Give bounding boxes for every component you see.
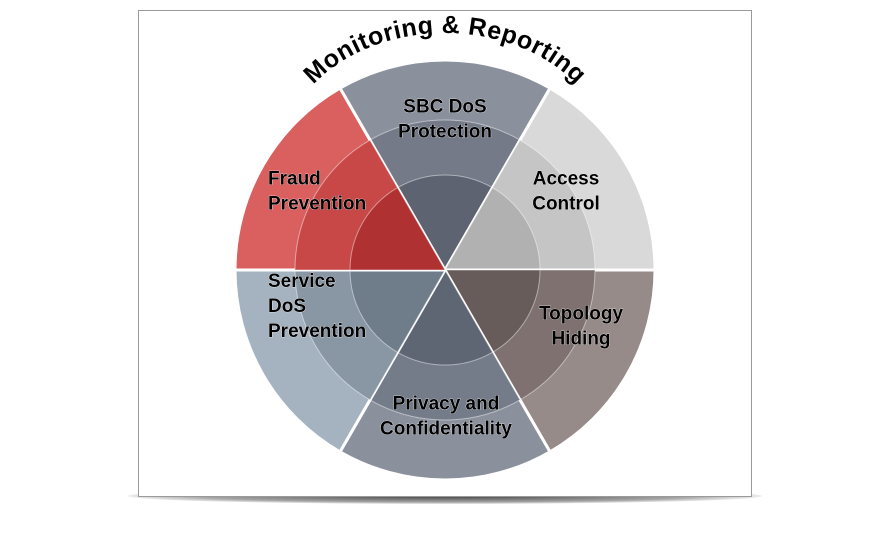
sbc-dos-protection-label: SBC DoS Protection (398, 97, 492, 143)
service-dos-prevention-ring-3 (349, 269, 446, 353)
privacy-and-confidentiality-ring-3 (396, 269, 494, 366)
access-control-label-line: Access (533, 169, 600, 190)
topology-hiding-label-line: Topology (539, 304, 624, 325)
privacy-and-confidentiality-label-line: Confidentiality (380, 419, 512, 440)
topology-hiding-ring-3 (444, 269, 541, 353)
sbc-dos-protection-label-line: Protection (398, 122, 492, 143)
sbc-dos-protection-label-line: SBC DoS (403, 97, 486, 118)
privacy-and-confidentiality-label-line: Privacy and (393, 394, 500, 415)
service-dos-prevention-label-line: Prevention (268, 321, 366, 342)
access-control-ring-3 (444, 187, 541, 271)
service-dos-prevention-label-line: Service (268, 271, 336, 292)
topology-hiding-label-line: Hiding (551, 329, 610, 350)
access-control-label-line: Control (532, 194, 600, 215)
sbc-dos-protection-ring-3 (396, 174, 494, 271)
service-dos-prevention-label-line: DoS (268, 296, 306, 317)
fraud-prevention-label-line: Prevention (268, 194, 366, 215)
fraud-prevention-ring-3 (349, 187, 446, 271)
fraud-prevention-label-line: Fraud (268, 169, 321, 190)
